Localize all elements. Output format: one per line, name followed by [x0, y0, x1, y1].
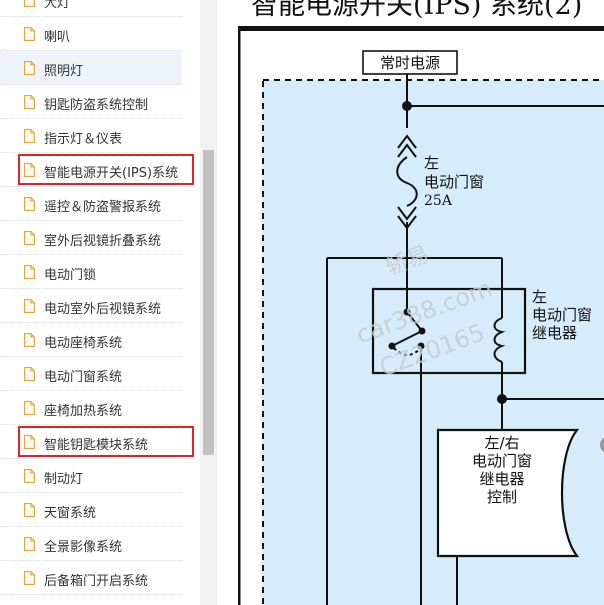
control-label-4: 控制 — [487, 488, 517, 506]
sidebar-item-label: 全景影像系统 — [44, 540, 123, 555]
sidebar-item-label: 照明灯 — [44, 64, 84, 79]
sidebar-item-label: 智能电源开关(IPS)系统 — [44, 166, 179, 181]
fuse-symbol — [396, 134, 418, 230]
control-label-1: 左/右 — [484, 434, 519, 452]
relay-contact — [403, 308, 411, 316]
sidebar-item-label: 天窗系统 — [44, 506, 97, 521]
sidebar-item[interactable]: 天窗系统 — [0, 493, 182, 527]
relay-contact — [417, 342, 425, 350]
nav-list: 大灯喇叭照明灯钥匙防盗系统控制指示灯＆仪表智能电源开关(IPS)系统遥控＆防盗警… — [0, 0, 200, 605]
file-icon — [24, 503, 35, 517]
file-icon — [24, 95, 35, 109]
sidebar-item[interactable]: 座椅加热系统 — [0, 391, 182, 425]
sidebar-item-label: 电动门窗系统 — [44, 370, 123, 385]
relay-switch — [391, 311, 423, 356]
sidebar-item[interactable]: 指示灯＆仪表 — [0, 119, 182, 153]
sidebar-item[interactable]: 制动灯 — [0, 459, 182, 493]
fuse-side-label: 左 — [424, 154, 439, 172]
file-icon — [24, 0, 35, 7]
file-icon — [24, 129, 35, 143]
relay-box — [371, 287, 527, 375]
sidebar-item[interactable]: 电动座椅系统 — [0, 323, 182, 357]
sidebar-item[interactable]: 大灯 — [0, 0, 182, 17]
relay-contact — [388, 342, 396, 350]
sidebar-item-label: 智能钥匙模块系统 — [44, 438, 149, 453]
file-icon — [24, 367, 35, 381]
file-icon — [24, 27, 35, 41]
sidebar-item-label: 指示灯＆仪表 — [44, 132, 123, 147]
relay-contact — [418, 327, 426, 335]
file-icon — [24, 299, 35, 313]
diagram-panel: 智能电源开关(IPS) 系统(2) 常时电源 — [217, 0, 604, 605]
control-label-3: 继电器 — [479, 470, 524, 488]
junction-dot — [497, 394, 507, 404]
sidebar-scrollbar[interactable] — [200, 0, 217, 605]
file-icon — [24, 401, 35, 415]
page-title: 智能电源开关(IPS) 系统(2) — [251, 0, 582, 21]
sidebar-item-label: 后备箱门开启系统 — [44, 574, 149, 589]
title-rule — [240, 26, 604, 31]
file-icon — [24, 163, 35, 177]
junction-dot — [402, 101, 412, 111]
sidebar-item[interactable]: 遥控＆防盗警报系统 — [0, 187, 182, 221]
page-border — [238, 26, 241, 605]
sidebar-item[interactable]: 电动门锁 — [0, 255, 182, 289]
relay-side-label: 左 — [532, 288, 547, 306]
file-icon — [24, 333, 35, 347]
sidebar-item[interactable]: 电动室外后视镜系统 — [0, 289, 182, 323]
sidebar-item[interactable]: 室外后视镜折叠系统 — [0, 221, 182, 255]
sidebar-item[interactable]: 电动门窗系统 — [0, 357, 182, 391]
fuse-rating-label: 25A — [424, 193, 453, 209]
sidebar-item[interactable]: 钥匙防盗系统控制 — [0, 85, 182, 119]
relay-type-label: 继电器 — [532, 324, 577, 342]
file-icon — [24, 537, 35, 551]
relay-coil — [493, 317, 506, 363]
sidebar-item[interactable]: 后备箱门开启系统 — [0, 561, 182, 595]
fuse-name-label: 电动门窗 — [424, 173, 484, 191]
wiring-diagram: 智能电源开关(IPS) 系统(2) 常时电源 — [238, 0, 604, 605]
scrollbar-thumb[interactable] — [203, 150, 214, 455]
sidebar-item[interactable]: 智能电源开关(IPS)系统 — [0, 153, 194, 187]
file-icon — [24, 265, 35, 279]
sidebar-item-label: 电动门锁 — [44, 268, 97, 283]
power-label: 常时电源 — [380, 54, 440, 72]
navigation-tree: 大灯喇叭照明灯钥匙防盗系统控制指示灯＆仪表智能电源开关(IPS)系统遥控＆防盗警… — [0, 0, 200, 605]
sidebar-item-label: 电动室外后视镜系统 — [44, 302, 162, 317]
control-label-2: 电动门窗 — [472, 452, 532, 470]
sidebar-item[interactable]: 智能钥匙模块系统 — [0, 425, 194, 459]
sidebar-item-label: 钥匙防盗系统控制 — [44, 98, 149, 113]
file-icon — [24, 435, 35, 449]
file-icon — [24, 197, 35, 211]
control-module-box — [436, 428, 580, 558]
sidebar-item[interactable]: 安全气囊系统 — [0, 595, 182, 605]
file-icon — [24, 61, 35, 75]
sidebar-item-label: 室外后视镜折叠系统 — [44, 234, 162, 249]
sidebar-item-label: 电动座椅系统 — [44, 336, 123, 351]
file-icon — [24, 469, 35, 483]
sidebar-item-label: 大灯 — [44, 0, 71, 11]
power-label-box — [362, 50, 458, 75]
relay-name-label: 电动门窗 — [532, 306, 592, 324]
file-icon — [24, 231, 35, 245]
sidebar-item-label: 制动灯 — [44, 472, 84, 487]
file-icon — [24, 571, 35, 585]
connector-icon — [600, 437, 604, 453]
sidebar-item-label: 喇叭 — [44, 30, 71, 45]
sidebar-item-label: 遥控＆防盗警报系统 — [44, 200, 162, 215]
sidebar-item[interactable]: 照明灯 — [0, 51, 182, 85]
sidebar-item[interactable]: 全景影像系统 — [0, 527, 182, 561]
sidebar-item-label: 座椅加热系统 — [44, 404, 123, 419]
sidebar-item[interactable]: 喇叭 — [0, 17, 182, 51]
